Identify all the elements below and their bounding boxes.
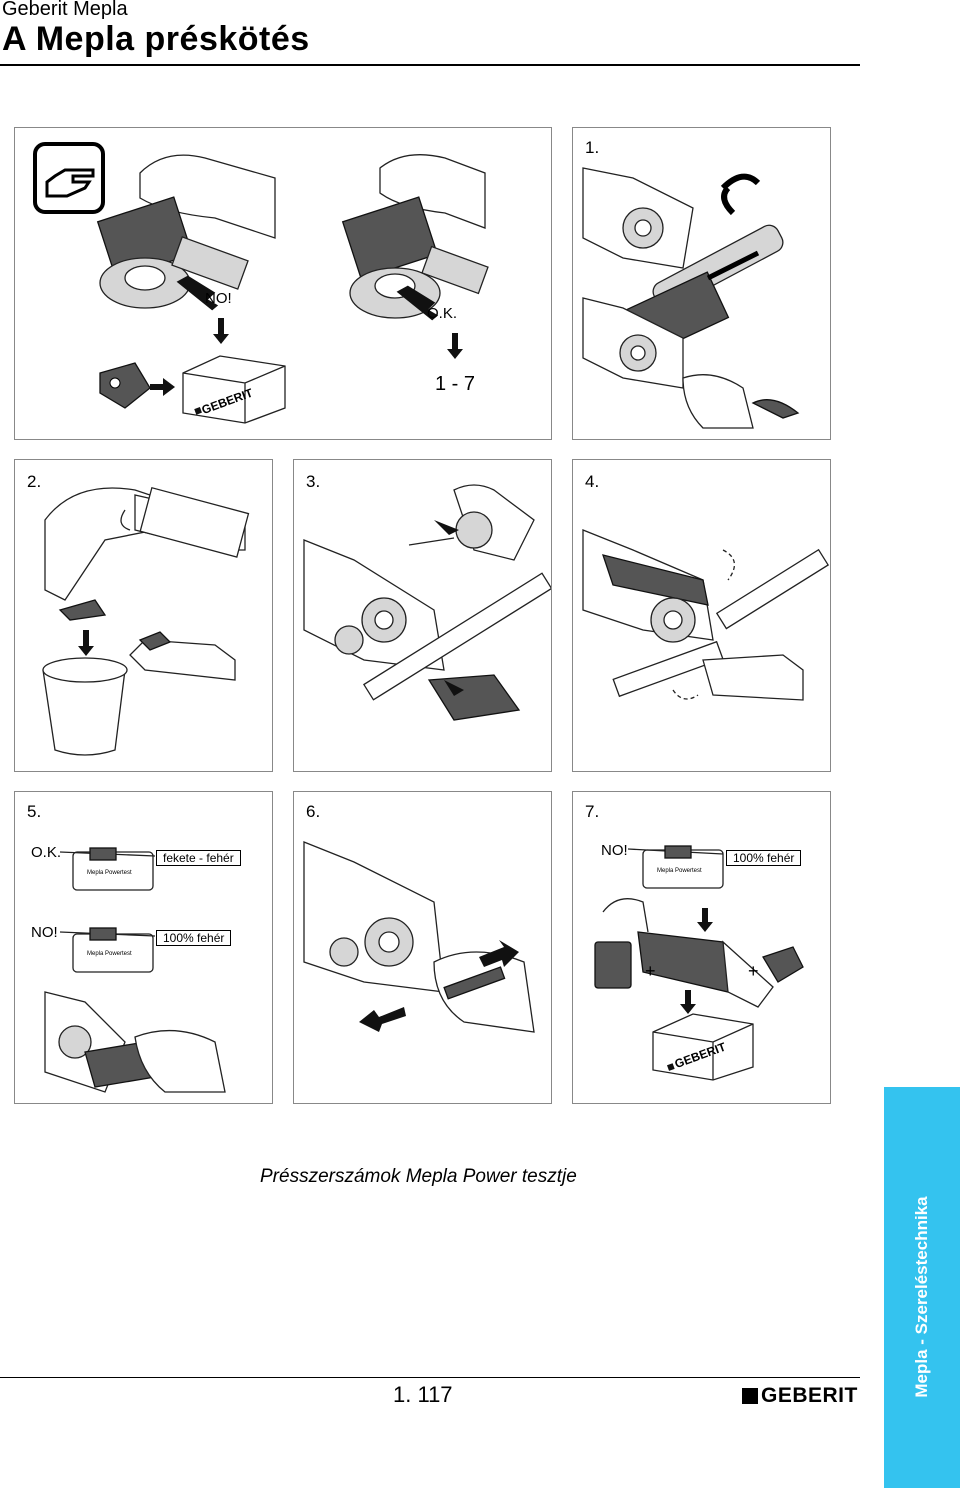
svg-text:Mepla Powertest: Mepla Powertest (87, 951, 132, 957)
step-number: 2. (27, 472, 42, 491)
intro-illustration: NO! O.K. GEBERIT 1 - 7 (33, 142, 489, 424)
title-rule (0, 64, 860, 66)
panel-step-7: 7. NO! 100% fehér Mepla Powertest + + GE… (572, 791, 831, 1104)
panel-step-3: 3. (293, 459, 552, 772)
step-2-illustration (42, 486, 250, 756)
section-title: Mepla - Szereléstechnika (912, 1196, 931, 1398)
color-tag-ok: fekete - fehér (156, 850, 241, 866)
color-tag-no: 100% fehér (156, 930, 232, 946)
step-7-illustration: Mepla Powertest + + GEBERIT (594, 845, 804, 1081)
geberit-logo: GEBERIT (742, 1384, 858, 1410)
step-4-illustration (582, 529, 830, 701)
svg-text:Mepla Powertest: Mepla Powertest (87, 870, 132, 876)
step-number: 6. (306, 802, 321, 821)
figure-caption: Présszerszámok Mepla Power tesztje (260, 1166, 577, 1187)
page-number: 1. 117 (393, 1382, 453, 1407)
step-3-illustration (303, 484, 551, 721)
no-label: NO! (31, 924, 58, 941)
rotate-arrows-icon (720, 173, 761, 216)
down-arrow-icon (78, 630, 94, 656)
panel-step-1: 1. (572, 127, 831, 440)
panel-step-6: 6. (293, 791, 552, 1104)
footer-rule (0, 1377, 860, 1378)
svg-text:O.K.: O.K. (427, 305, 457, 322)
panel-step-5: 5. O.K. fekete - fehér NO! 100% fehér Me… (14, 791, 273, 1104)
svg-text:+: + (748, 961, 759, 981)
no-label: NO! (601, 842, 628, 859)
step-number: 7. (585, 802, 600, 821)
panel-intro: NO! O.K. GEBERIT 1 - 7 (14, 127, 552, 440)
step-5-illustration: Mepla Powertest Mepla Powertest (44, 847, 226, 1093)
page-title: A Mepla préskötés (2, 20, 310, 58)
svg-text:+: + (645, 961, 656, 981)
svg-text:1 - 7: 1 - 7 (435, 373, 475, 395)
down-arrow-icon (697, 908, 713, 932)
right-arrow-icon (150, 378, 175, 396)
svg-text:NO!: NO! (205, 290, 232, 307)
brand-line: Geberit Mepla (2, 0, 128, 20)
panel-step-2: 2. (14, 459, 273, 772)
down-arrow-icon (447, 333, 463, 359)
down-arrow-icon (213, 318, 229, 344)
step-number: 4. (585, 472, 600, 491)
pointing-hand-icon (33, 142, 105, 214)
step-1-illustration (582, 167, 800, 429)
step-number: 3. (306, 472, 321, 491)
section-sidebar: Mepla - Szereléstechnika (884, 1087, 960, 1488)
svg-text:Mepla Powertest: Mepla Powertest (657, 868, 702, 874)
panel-step-4: 4. (572, 459, 831, 772)
step-6-illustration (303, 841, 535, 1033)
color-tag: 100% fehér (726, 850, 802, 866)
ok-label: O.K. (31, 844, 62, 861)
step-number: 5. (27, 802, 42, 821)
down-arrow-icon (680, 990, 696, 1014)
step-number: 1. (585, 138, 600, 157)
